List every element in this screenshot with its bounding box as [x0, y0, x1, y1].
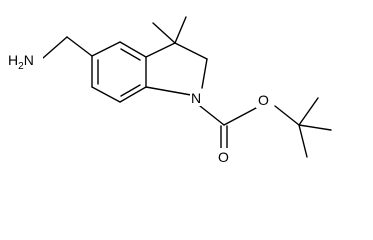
amine-label-h: H [8, 52, 18, 68]
amine-label-n: N [24, 52, 34, 68]
bond-ring-c7-c6 [91, 86, 121, 103]
bond-ester-o-tbu [274, 105, 300, 126]
ring-nitrogen-label: N [191, 90, 201, 106]
bond-aromatic-inner-right [120, 84, 141, 97]
chemical-structure: H2N N O O [6, 16, 332, 164]
ester-oxygen-label: O [258, 92, 269, 108]
bond-aromatic-inner-top [120, 48, 141, 61]
bond-c2-n1 [201, 58, 208, 89]
amine-label-subscript: 2 [18, 61, 24, 72]
amine-label: H2N [8, 52, 34, 72]
bond-tbu-methyl-down [298, 124, 308, 158]
bond-c3-c2 [174, 42, 208, 60]
bond-tbu-methyl-right [298, 124, 332, 131]
bond-ring-c5-c4 [91, 41, 121, 57]
bond-n1-carbonyl [199, 105, 225, 126]
bond-ring-c7a-c7 [119, 86, 147, 103]
bond-ring-c4-c3a [119, 41, 147, 58]
bond-amine-ch2 [42, 36, 68, 59]
bond-n1-c7a [145, 86, 192, 96]
carbonyl-oxygen-label: O [218, 149, 229, 164]
bond-carbonyl-ester-o [223, 107, 257, 126]
bond-tbu-methyl-up [298, 97, 319, 126]
bond-c3a-c3 [145, 42, 176, 58]
bond-methyl-a [152, 22, 176, 44]
bond-methyl-b [174, 16, 187, 44]
bond-ch2-aryl [66, 36, 93, 57]
